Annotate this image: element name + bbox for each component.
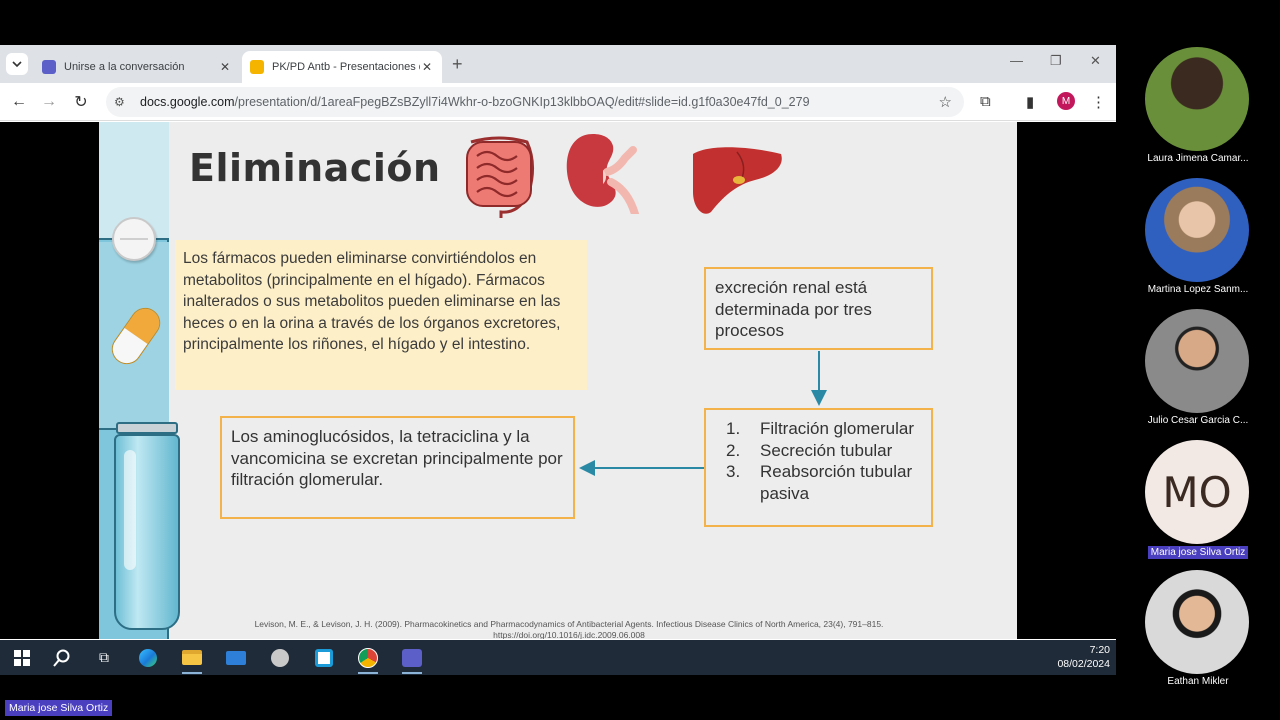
participant-tile[interactable]: Julio Cesar Garcia C... [1138, 309, 1258, 426]
avatar: MO [1145, 440, 1249, 544]
close-icon[interactable]: ✕ [219, 60, 231, 74]
participant-name: Laura Jimena Camar... [1147, 153, 1249, 164]
tab-teams[interactable]: Unirse a la conversación ✕ [34, 51, 240, 83]
system-clock[interactable]: 7:20 08/02/2024 [1057, 643, 1110, 671]
slide-title: Eliminación [189, 146, 441, 190]
minimize-button[interactable]: — [1010, 53, 1023, 68]
participant-name: Eathan Mikler [1167, 676, 1229, 687]
url-path: /presentation/d/1areaFpegBZsBZyll7i4Wkhr… [234, 95, 810, 109]
forward-button[interactable]: → [41, 93, 57, 110]
avatar [1145, 309, 1249, 413]
store-icon[interactable] [310, 644, 338, 671]
avatar [1145, 178, 1249, 282]
page-viewport: Eliminación [0, 122, 1116, 639]
start-button[interactable] [8, 644, 36, 671]
participant-name: Julio Cesar Garcia C... [1147, 415, 1249, 426]
extensions-icon[interactable]: ⧉ [980, 93, 991, 110]
presentation-slide: Eliminación [99, 122, 1017, 639]
aminoglycoside-box: Los aminoglucósidos, la tetraciclina y l… [220, 416, 575, 519]
active-speaker-label: Maria jose Silva Ortiz [5, 700, 113, 716]
chrome-icon[interactable] [354, 644, 382, 674]
participant-name: Maria jose Silva Ortiz [1147, 546, 1249, 559]
windows-logo-icon [14, 649, 30, 666]
tab-slides[interactable]: PK/PD Antb - Presentaciones de ✕ [242, 51, 442, 83]
tab-strip: Unirse a la conversación ✕ PK/PD Antb - … [0, 45, 1116, 83]
kidney-icon [566, 134, 639, 214]
restore-button[interactable]: ❐ [1050, 53, 1062, 68]
bookmark-star-icon[interactable]: ☆ [938, 94, 952, 111]
list-item: 2.Secreción tubular [726, 440, 893, 460]
teams-icon[interactable] [398, 644, 426, 674]
windows-taskbar: ⧉ 7:20 08/02/2024 [0, 640, 1116, 675]
tablet-pill-icon [112, 217, 156, 261]
slide-decoration-sidebar [99, 122, 180, 639]
mail-icon[interactable] [222, 644, 250, 671]
reload-button[interactable]: ↻ [74, 94, 88, 111]
profile-avatar[interactable]: M [1057, 92, 1075, 110]
browser-window: Unirse a la conversación ✕ PK/PD Antb - … [0, 45, 1116, 675]
vial-icon [110, 422, 184, 630]
site-info-icon[interactable]: ⚙ [114, 95, 125, 109]
avatar [1145, 570, 1249, 674]
edge-icon[interactable] [134, 644, 162, 671]
app-icon[interactable] [266, 644, 294, 671]
participant-tile[interactable]: Eathan Mikler [1138, 570, 1258, 687]
file-explorer-icon[interactable] [178, 644, 206, 674]
citation: Levison, M. E., & Levison, J. H. (2009).… [254, 619, 884, 639]
close-icon[interactable]: ✕ [421, 60, 433, 74]
process-list: 1.Filtración glomerular 2.Secreción tubu… [726, 418, 923, 504]
search-icon[interactable] [48, 644, 76, 671]
browser-toolbar: ← → ↻ ⚙ docs.google.com/presentation/d/1… [0, 83, 1116, 121]
slides-icon [250, 60, 264, 74]
clock-date: 08/02/2024 [1057, 658, 1110, 670]
tab-search-button[interactable] [6, 53, 28, 75]
new-tab-button[interactable]: + [452, 54, 463, 74]
tab-title: Unirse a la conversación [64, 61, 185, 73]
url-host: docs.google.com [140, 95, 235, 109]
teams-icon [42, 60, 56, 74]
avatar-initials: MO [1162, 467, 1232, 517]
task-view-icon[interactable]: ⧉ [99, 649, 109, 665]
process-list-box: 1.Filtración glomerular 2.Secreción tubu… [704, 408, 933, 527]
tab-title: PK/PD Antb - Presentaciones de [272, 61, 420, 73]
back-button[interactable]: ← [11, 93, 27, 110]
clock-time: 7:20 [1089, 644, 1110, 656]
list-item: 1.Filtración glomerular [726, 419, 914, 438]
participant-tile[interactable]: MO Maria jose Silva Ortiz [1138, 440, 1258, 564]
main-text-box: Los fármacos pueden eliminarse convirtié… [175, 240, 587, 390]
renal-excretion-box: excreción renal está determinada por tre… [704, 267, 933, 350]
list-item: 3.Reabsorción tubular pasiva [726, 462, 913, 503]
address-bar[interactable]: ⚙ docs.google.com/presentation/d/1areaFp… [106, 87, 964, 117]
side-panel-icon[interactable]: ▮ [1026, 94, 1035, 111]
participant-tile[interactable]: Martina Lopez Sanm... [1138, 178, 1258, 295]
intestine-icon [466, 136, 534, 218]
participant-tile[interactable]: Laura Jimena Camar... [1138, 47, 1258, 164]
avatar [1145, 47, 1249, 151]
chevron-down-icon [12, 61, 22, 68]
liver-icon [693, 147, 782, 214]
close-window-button[interactable]: ✕ [1090, 53, 1101, 68]
menu-icon[interactable]: ⋮ [1091, 94, 1106, 111]
participant-name: Martina Lopez Sanm... [1147, 284, 1249, 295]
